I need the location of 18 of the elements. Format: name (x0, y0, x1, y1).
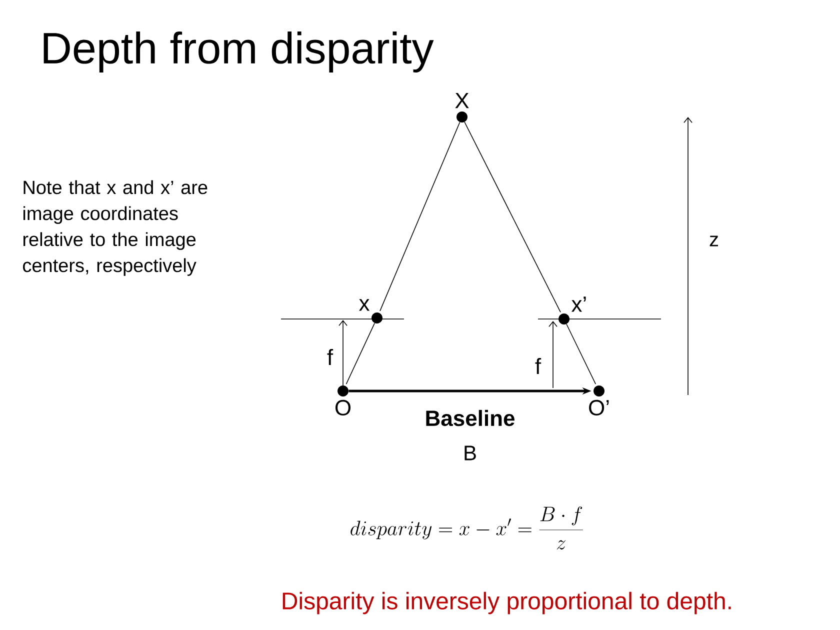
axis-label: z (710, 236, 718, 246)
formula: $disparity = x - x' = \frac{B\cdot f}{z}$ (350, 506, 583, 550)
node-label: x’ (571, 296, 586, 312)
title: Depth from disparity (44, 32, 434, 72)
node-label: X (455, 92, 469, 108)
dimension-label: f (535, 358, 542, 374)
connector (464, 122, 561, 313)
connector (380, 122, 460, 312)
note-text: Note that x and x’ are image coordinates relative to the image centers, respectively (23, 180, 208, 276)
node-label: O’ (589, 400, 609, 416)
connector (566, 324, 596, 384)
node-label: x (359, 299, 370, 311)
connector (346, 322, 375, 384)
baseline-label: Baseline (426, 410, 514, 426)
conclusion-text: Disparity is inversely proportional to depth. (282, 592, 731, 614)
axis-label: B (464, 446, 476, 460)
node-label: O (335, 400, 351, 416)
dimension-label: f (327, 349, 334, 365)
